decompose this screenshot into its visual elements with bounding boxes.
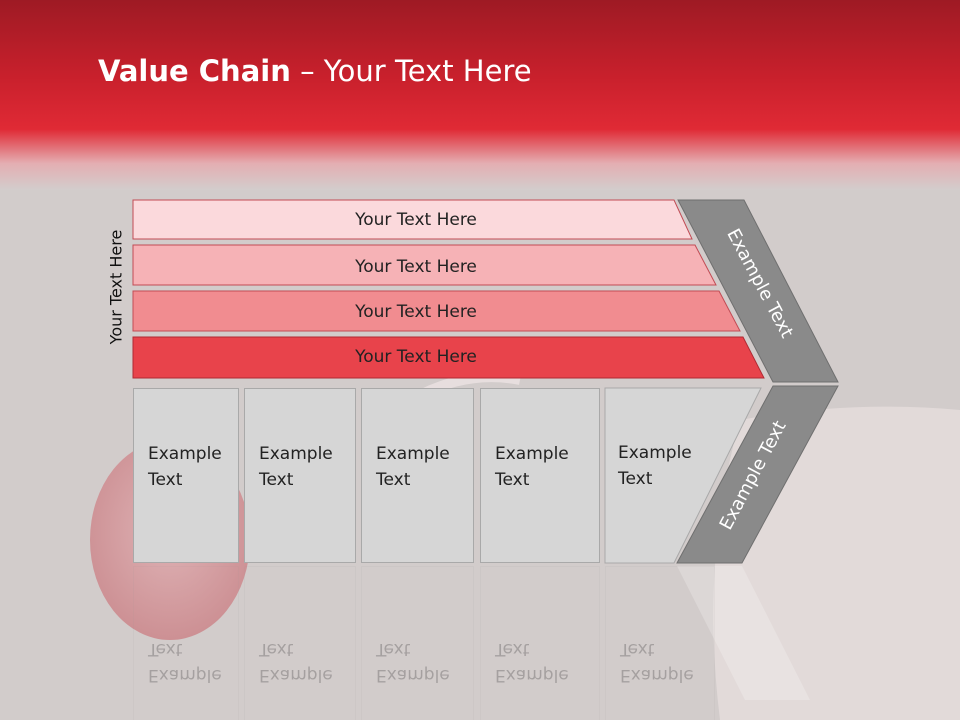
band-4-label: Your Text Here (354, 347, 477, 367)
page-title: Value Chain – Your Text Here (98, 54, 532, 88)
reflection-2: Example Text (244, 566, 356, 720)
title-bold: Value Chain (98, 54, 291, 88)
reflection-1: Example Text (133, 566, 239, 720)
band-1-label: Your Text Here (354, 210, 477, 230)
band-1 (132, 199, 693, 240)
activity-box-5: Example Text (618, 443, 692, 489)
activity-box-2: Example Text (244, 388, 356, 563)
chevron-upper (677, 199, 839, 383)
title-rest: – Your Text Here (290, 54, 532, 88)
band-2-label: Your Text Here (354, 257, 477, 277)
activity-box-3: Example Text (361, 388, 474, 563)
boxes-reflection: Example Text Example Text Example Text E… (0, 566, 960, 720)
reflection-5: Example Text (605, 566, 715, 720)
band-4 (132, 336, 765, 379)
activity-box-4: Example Text (480, 388, 600, 563)
reflection-4: Example Text (480, 566, 600, 720)
band-2 (132, 244, 717, 286)
header-band (0, 0, 960, 190)
chevron-lower (676, 385, 839, 564)
reflection-3: Example Text (361, 566, 474, 720)
chevron-reflection (677, 566, 810, 700)
band-3-label: Your Text Here (354, 302, 477, 322)
activity-box-1: Example Text (133, 388, 239, 563)
band-3 (132, 290, 741, 332)
